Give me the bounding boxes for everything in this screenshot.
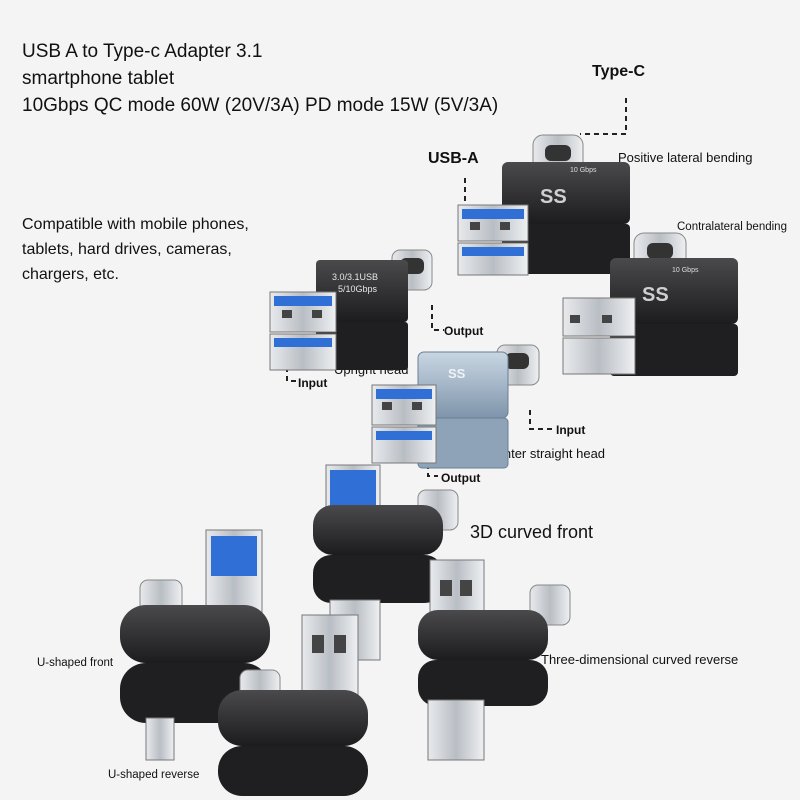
curved-front-adapter xyxy=(313,464,459,661)
product-title-line-3: 10Gbps QC mode 60W (20V/3A) PD mode 15W … xyxy=(22,95,499,116)
pointer-lines xyxy=(286,98,627,477)
compat-line-3: chargers, etc. xyxy=(22,266,119,283)
three-dim-reverse-label: Three-dimensional curved reverse xyxy=(541,652,739,667)
contralateral-label: Contralateral bending xyxy=(677,221,787,233)
compat-line-2: tablets, hard drives, cameras, xyxy=(22,241,232,258)
product-title-line-1: USB A to Type-c Adapter 3.1 xyxy=(22,41,263,62)
contralateral-adapter xyxy=(562,232,738,376)
compat-line-1: Compatible with mobile phones, xyxy=(22,216,249,233)
u-reverse-label: U-shaped reverse xyxy=(108,769,200,781)
type-c-label: Type-C xyxy=(592,63,646,80)
positive-lateral-label: Positive lateral bending xyxy=(618,150,753,165)
positive-lateral-adapter xyxy=(457,134,630,276)
output-label-counter: Output xyxy=(441,471,481,485)
gbps-badge-contralateral: 10 Gbps xyxy=(672,267,699,274)
curved-reverse-adapter xyxy=(418,559,571,761)
ss-logo-positive: SS xyxy=(540,186,567,208)
product-title-line-2: smartphone tablet xyxy=(22,68,175,89)
ss-logo-counter: SS xyxy=(448,366,466,381)
u-shaped-reverse-adapter xyxy=(218,614,368,796)
gbps-badge-positive: 10 Gbps xyxy=(570,167,597,174)
output-label-upright: Output xyxy=(444,324,484,338)
upright-mark-line-2: 5/10Gbps xyxy=(338,284,378,294)
curved-front-label: 3D curved front xyxy=(470,522,594,542)
counter-straight-label: Counter straight head xyxy=(480,446,606,461)
input-label-upright: Input xyxy=(298,376,328,390)
input-label-counter: Input xyxy=(556,423,586,437)
usb-a-label: USB-A xyxy=(428,150,479,167)
u-front-label: U-shaped front xyxy=(37,657,114,669)
ss-logo-contralateral: SS xyxy=(642,284,669,306)
upright-head-adapter xyxy=(269,249,433,371)
upright-mark-line-1: 3.0/3.1USB xyxy=(332,272,378,282)
counter-straight-adapter xyxy=(371,344,540,469)
